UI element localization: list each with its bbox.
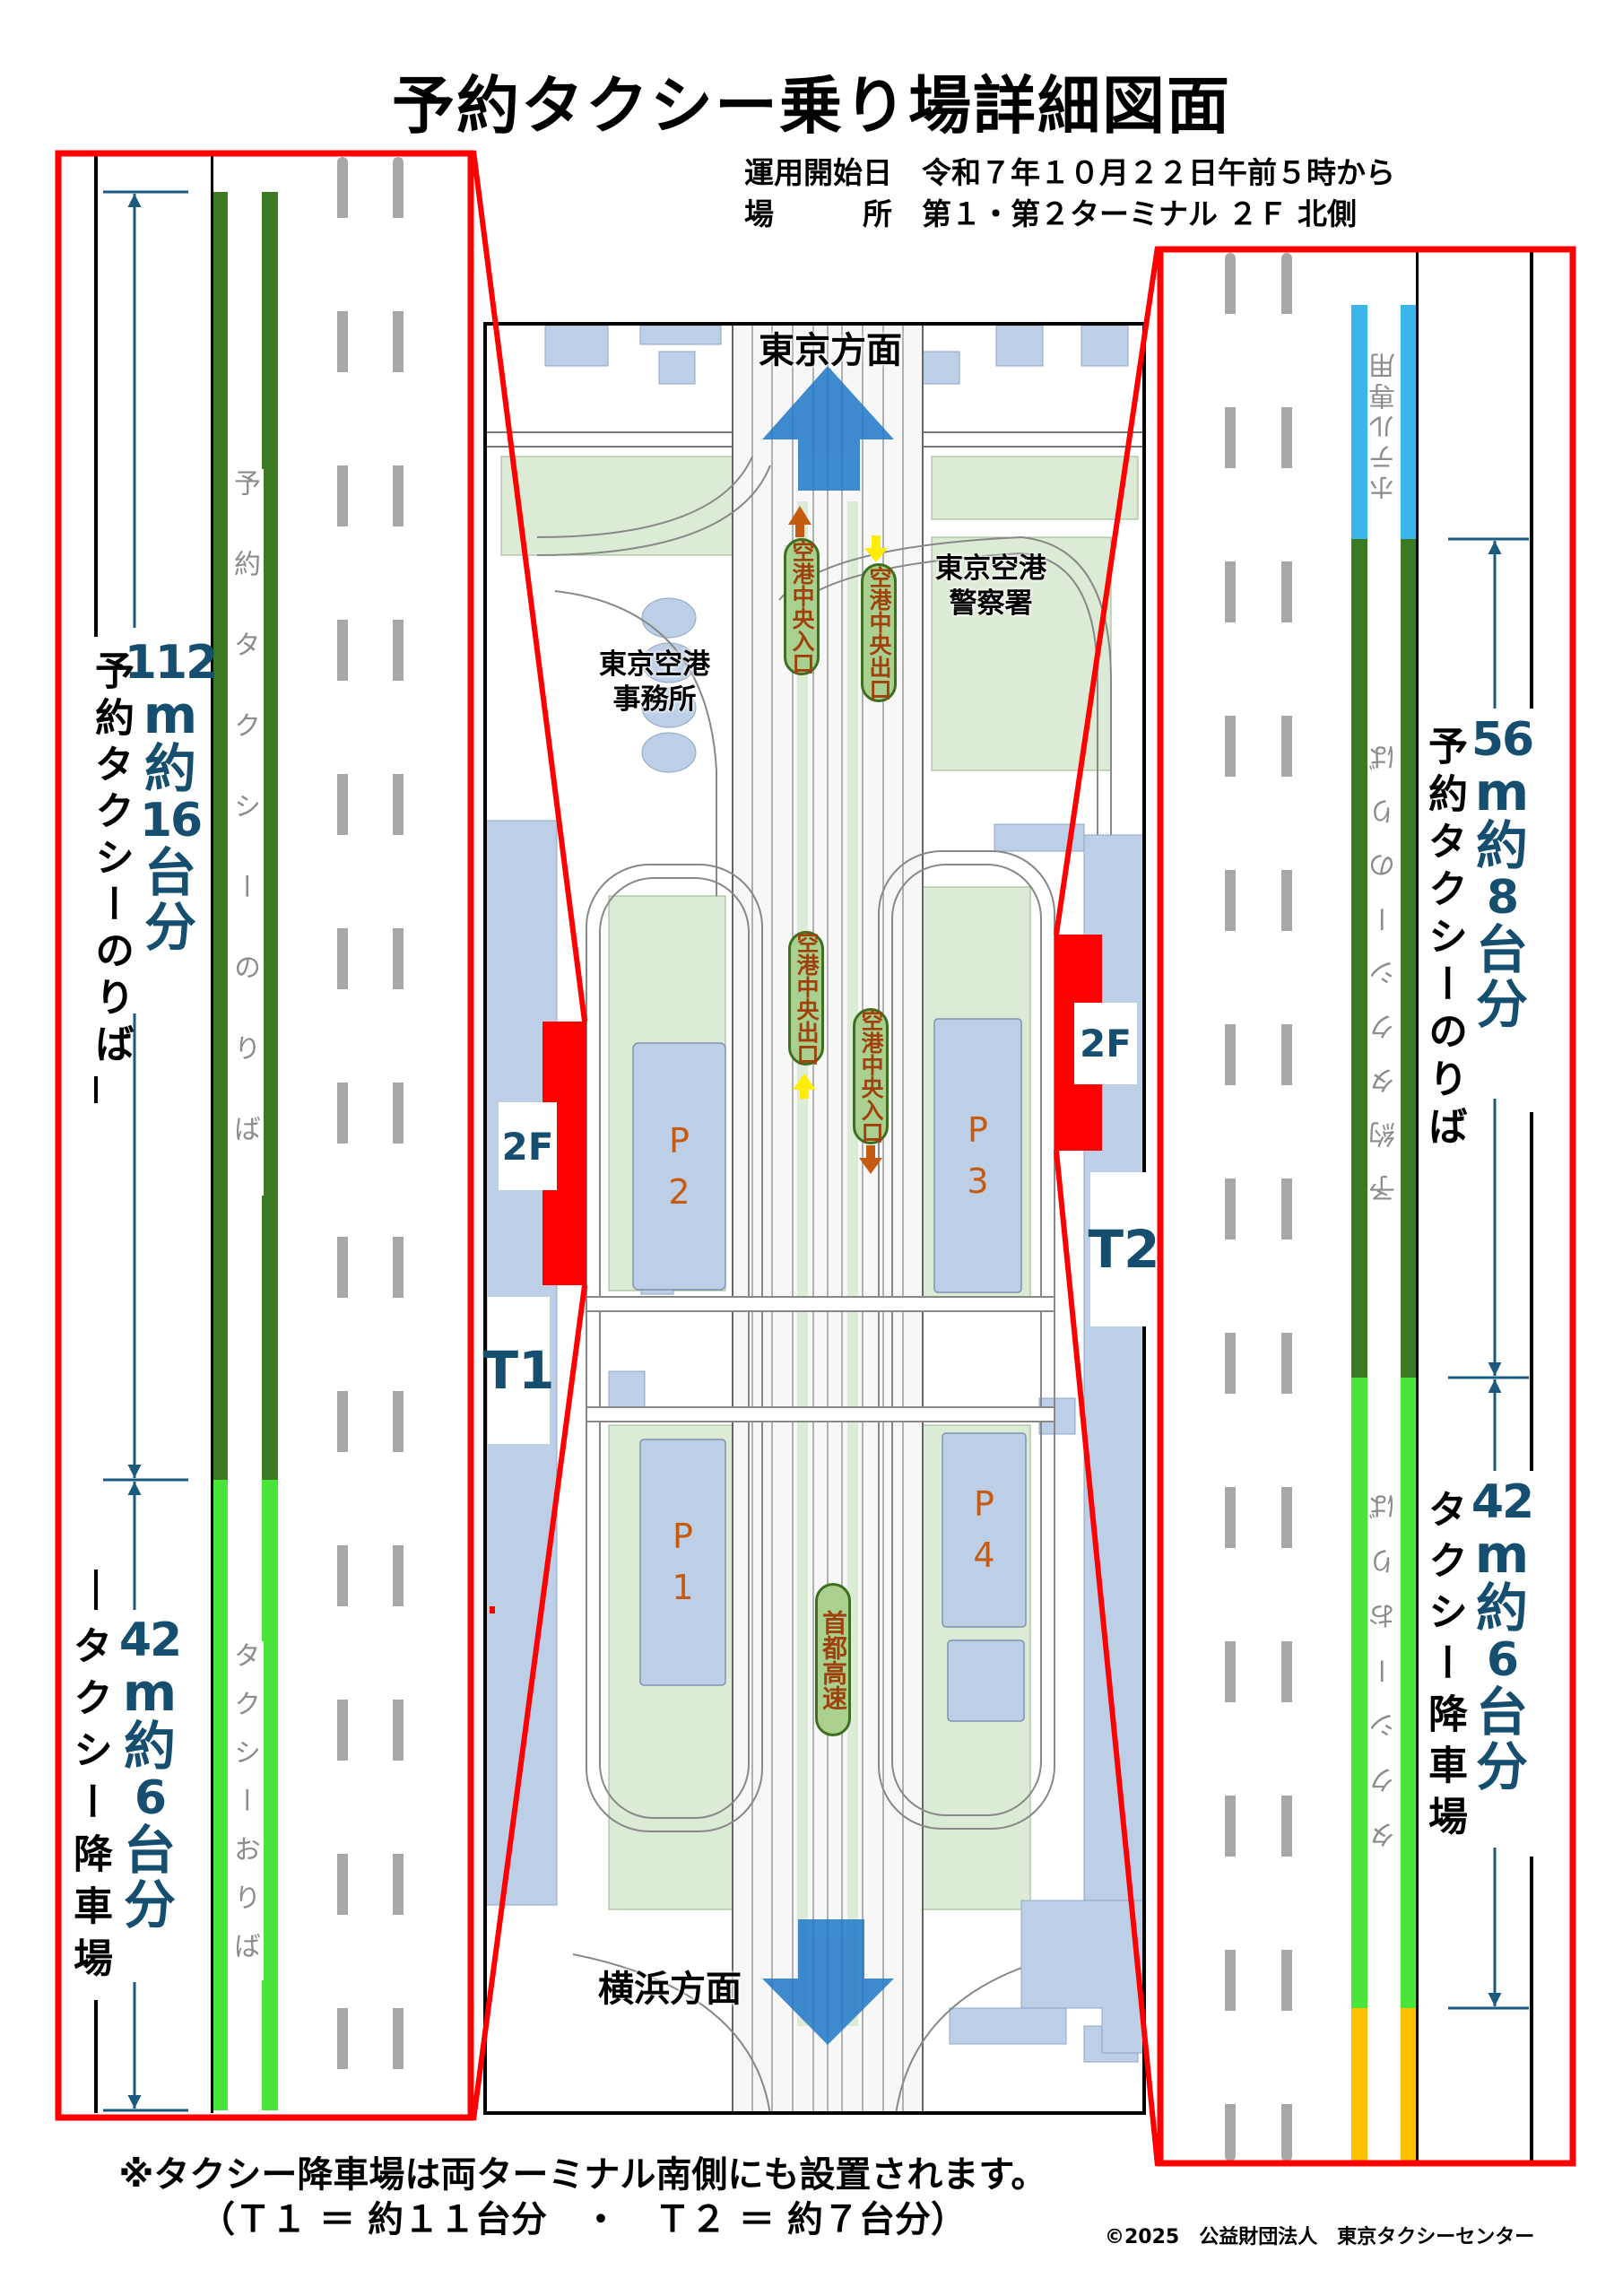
t2-pickup-measure: 56 m 約 8 台 分 [1462, 716, 1542, 1032]
mid-exit-label: 空港中央出口 [794, 931, 820, 1065]
t1-pickup-lane-bar [262, 192, 278, 1480]
count-unit: 分 [143, 896, 196, 958]
t2-dropoff-lane-text: タクシーおりば [1369, 1465, 1401, 1848]
start-date-value: 令和７年１０月２２日午前５時から [922, 155, 1395, 190]
parking-number: 2 [668, 1171, 690, 1212]
north-exit-label: 空港中央出口 [866, 565, 892, 700]
length-value: 42 [118, 1613, 182, 1667]
page-title: 予約タクシー乗り場詳細図面 [392, 69, 1231, 143]
lane-marking [337, 157, 348, 2112]
mid-exit-ramp: 空港中央出口 [788, 931, 824, 1065]
car-count: 8 [1486, 871, 1519, 926]
parking-letter: P [673, 1517, 693, 1556]
south-direction-label: 横浜方面 [598, 1969, 742, 2010]
car-count: 6 [1486, 1633, 1519, 1688]
approx-label: 約 [143, 738, 196, 800]
t2-other-lane-bar [1401, 2008, 1416, 2161]
start-date-row: 運用開始日 令和７年１０月２２日午前５時から [744, 149, 1395, 192]
t2-floor-label: 2F [1074, 1003, 1137, 1084]
length-value: 112 [124, 636, 219, 690]
airport-office-label: 東京空港事務所 [583, 648, 726, 718]
location-value: 第１・第２ターミナル ２Ｆ 北側 [922, 196, 1357, 231]
t2-label: T2 [1089, 1172, 1159, 1326]
start-date-label: 運用開始日 [744, 155, 892, 190]
expressway-label: 首都高速 [819, 1609, 848, 1710]
count-unit: 台 [1475, 918, 1528, 980]
approx-label: 約 [1475, 815, 1528, 877]
curb-line [1416, 250, 1419, 2162]
length-value: 42 [1471, 1475, 1534, 1529]
police-line1: 東京空港 [935, 552, 1046, 585]
north-exit-arrow-icon [864, 535, 888, 562]
t2-pickup-lane-text: 予約タクシーのりば [1369, 718, 1401, 1202]
north-entrance-ramp: 空港中央入口 [784, 538, 820, 675]
approx-label: 約 [123, 1716, 176, 1778]
mid-entrance-ramp: 空港中央入口 [853, 1008, 889, 1144]
lane-marking [393, 157, 404, 2112]
office-line1: 東京空港 [599, 648, 710, 681]
parking-number: 1 [672, 1568, 694, 1607]
marker-icon [490, 1606, 495, 1613]
t2-dropoff-measure: 42 m 約 6 台 分 [1462, 1478, 1542, 1795]
north-entrance-arrow-icon [788, 506, 812, 537]
mid-entrance-label: 空港中央入口 [858, 1009, 884, 1144]
cross-road-2 [586, 1406, 1055, 1422]
dropoff-note: ※タクシー降車場は両ターミナル南側にも設置されます。 [118, 2154, 1047, 2196]
t1-dropoff-lane-text: タクシーおりば [228, 1641, 264, 1980]
lane-marking [1281, 253, 1292, 2161]
t1-floor-label: 2F [499, 1102, 557, 1190]
count-unit: 台 [123, 1819, 176, 1881]
t1-dropoff-lane-bar [262, 1480, 278, 2110]
count-unit: 台 [143, 841, 196, 903]
t1-pickup-measure: 112 m 約 16 台 分 [125, 639, 219, 958]
south-arrow [762, 1919, 894, 2045]
count-unit: 分 [123, 1874, 176, 1935]
north-arrow [762, 366, 894, 491]
location-row: 場 所 第１・第２ターミナル ２Ｆ 北側 [744, 190, 1357, 233]
dropoff-note-counts: （Ｔ１ ＝ 約１１台分 ・ Ｔ２ ＝ 約７台分） [199, 2199, 967, 2240]
cross-road-1 [586, 1296, 1055, 1312]
copyright: ©2025 公益財団法人 東京タクシーセンター [1105, 2226, 1535, 2248]
length-unit: m [1474, 1523, 1530, 1585]
parking-letter: P [974, 1484, 994, 1524]
t2-other-lane-bar [1351, 2008, 1367, 2161]
car-count: 16 [139, 794, 203, 848]
parking-letter: P [968, 1109, 988, 1150]
office-building [641, 597, 697, 773]
mid-exit-arrow-icon [793, 1074, 816, 1099]
north-direction-label: 東京方面 [759, 330, 902, 371]
approx-label: 約 [1475, 1578, 1528, 1639]
north-entrance-label: 空港中央入口 [789, 539, 815, 674]
count-unit: 台 [1475, 1681, 1528, 1743]
office-line2: 事務所 [612, 683, 697, 716]
north-exit-ramp: 空港中央出口 [861, 563, 897, 702]
parking-letter: P [669, 1120, 690, 1161]
mid-entrance-arrow-icon [859, 1145, 882, 1174]
location-label: 場 所 [744, 196, 892, 231]
car-count: 6 [134, 1771, 167, 1826]
parking-buildings [632, 1018, 1027, 1722]
police-line2: 警察署 [949, 587, 1033, 620]
t1-dropoff-measure: 42 m 約 6 台 分 [109, 1616, 190, 1933]
parking-number: 4 [973, 1535, 995, 1575]
t2-hotel-lane-text: ホテル専用 [1369, 349, 1401, 501]
count-unit: 分 [1475, 973, 1528, 1035]
expressway-ramp: 首都高速 [815, 1583, 851, 1736]
police-station-label: 東京空港警察署 [919, 552, 1063, 622]
t1-label: T1 [483, 1297, 554, 1444]
length-value: 56 [1471, 713, 1534, 767]
t1-pickup-lane-text: 予約タクシーのりば [228, 469, 264, 1196]
length-unit: m [1474, 761, 1530, 822]
length-unit: m [122, 1661, 178, 1723]
lane-marking [1225, 253, 1236, 2161]
parking-number: 3 [967, 1161, 989, 1201]
length-unit: m [143, 683, 198, 745]
count-unit: 分 [1475, 1735, 1528, 1797]
